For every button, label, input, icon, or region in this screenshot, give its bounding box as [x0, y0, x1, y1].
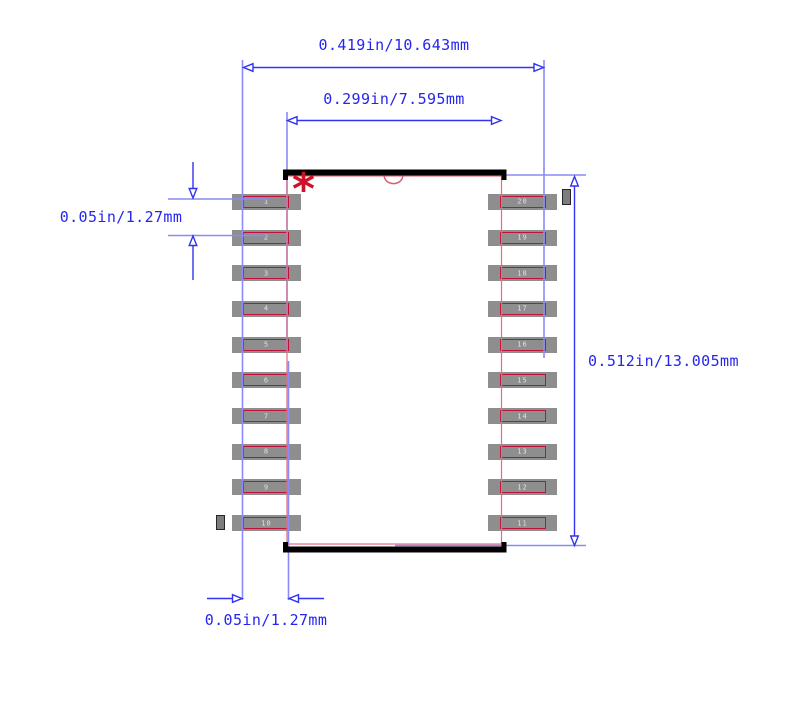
extension-lines [168, 60, 586, 600]
pad-left-pin-10 [232, 515, 301, 532]
pin-number-19: 19 [517, 233, 528, 242]
pad-right-pin-11 [488, 515, 557, 532]
pad-right-pin-13 [488, 443, 557, 460]
pin-number-2: 2 [263, 233, 270, 242]
pin-number-12: 12 [517, 483, 528, 492]
lead-outline-pin-15 [499, 374, 546, 387]
pad-left-pin-5 [232, 336, 301, 353]
pad-right-pin-15 [488, 372, 557, 389]
pin-number-14: 14 [517, 412, 528, 420]
arrowhead-left-icon [285, 115, 298, 126]
body-outline-rect [286, 175, 503, 545]
pin-number-7: 7 [263, 412, 270, 420]
pin1-notch-icon [383, 175, 404, 185]
arrowhead-up-icon [569, 174, 580, 187]
pin-number-5: 5 [263, 340, 270, 349]
pad-right-pin-18 [488, 265, 557, 282]
pad-left-pin-8 [232, 443, 301, 460]
body-bottom-bar-left-nub [283, 542, 288, 547]
pin-number-9: 9 [263, 483, 270, 492]
lead-outline-pin-19 [499, 231, 546, 244]
dim-label-pad-offset: 0.05in/1.27mm [204, 611, 328, 629]
pin-number-20: 20 [517, 197, 528, 206]
pin1-mark-asterisk: * [292, 164, 315, 215]
dim-label-pin-pitch: 0.05in/1.27mm [59, 208, 183, 226]
pad-right-pin-16 [488, 336, 557, 353]
dimension-lines [188, 62, 580, 604]
pin-number-16: 16 [517, 340, 528, 349]
pin-number-17: 17 [517, 304, 528, 313]
pad-right-pin-14 [488, 408, 557, 424]
pin-number-11: 11 [517, 519, 528, 528]
arrowhead-right-icon [231, 593, 244, 604]
dim-label-overall-width: 0.419in/10.643mm [318, 36, 470, 54]
dim-label-body-width: 0.299in/7.595mm [323, 90, 465, 108]
pad-left-pin-6 [232, 372, 301, 389]
pad-right-pin-20 [488, 193, 557, 210]
pin-number-3: 3 [263, 269, 270, 278]
pin-number-10: 10 [261, 519, 272, 528]
arrowhead-right-icon [533, 62, 546, 73]
lead-outline-pin-11 [499, 517, 546, 530]
pad-left-pin-2 [232, 229, 301, 246]
lead-outline-pin-16 [499, 338, 546, 351]
body-bottom-bar-right-nub [501, 542, 507, 547]
pin-number-18: 18 [517, 269, 528, 278]
pin-number-13: 13 [517, 447, 528, 456]
pad-left-pin-4 [232, 300, 301, 317]
lead-outline-pin-1 [243, 195, 289, 208]
arrowhead-left-icon [241, 62, 254, 73]
dim-label-overall-height: 0.512in/13.005mm [588, 352, 739, 370]
body-edge-bars [283, 169, 507, 553]
pin-number-1: 1 [263, 197, 270, 206]
lead-outline-pin-2 [243, 231, 289, 244]
pad-right-pin-19 [488, 229, 557, 246]
pin-number-6: 6 [263, 376, 270, 385]
package-body-outline [286, 175, 503, 545]
body-bottom-bar [283, 546, 507, 553]
body-top-bar [283, 169, 507, 176]
body-top-bar-left-nub [283, 175, 288, 180]
orientation-marker-bottom-left [216, 515, 225, 530]
lead-outline-pin-4 [243, 302, 289, 315]
lead-outline-pin-20 [499, 195, 546, 208]
lead-outline-pin-3 [243, 267, 289, 280]
pad-left-pin-1 [232, 193, 301, 210]
lead-outline-pin-13 [499, 445, 546, 458]
arrowhead-down-icon [569, 535, 580, 548]
pad-left-pin-3 [232, 265, 301, 282]
arrowhead-down-icon [188, 187, 198, 200]
lead-outline-pin-14 [499, 410, 546, 422]
pad-right-pin-12 [488, 479, 557, 496]
arrowhead-left-icon [287, 593, 300, 604]
pin-number-15: 15 [517, 376, 528, 385]
body-top-bar-right-nub [501, 175, 507, 180]
pad-left-pin-7 [232, 408, 301, 424]
orientation-marker-top-right [561, 189, 571, 205]
pin-number-4: 4 [263, 304, 270, 313]
arrowhead-right-icon [490, 115, 503, 126]
arrowhead-up-icon [188, 234, 198, 247]
lead-outline-pin-18 [499, 267, 546, 280]
lead-outline-pin-5 [243, 338, 289, 351]
pad-left-pin-9 [232, 479, 301, 496]
pad-right-pin-17 [488, 300, 557, 317]
lead-outline-pin-12 [499, 481, 546, 494]
pin-number-8: 8 [263, 447, 270, 456]
lead-outline-pin-17 [499, 302, 546, 315]
